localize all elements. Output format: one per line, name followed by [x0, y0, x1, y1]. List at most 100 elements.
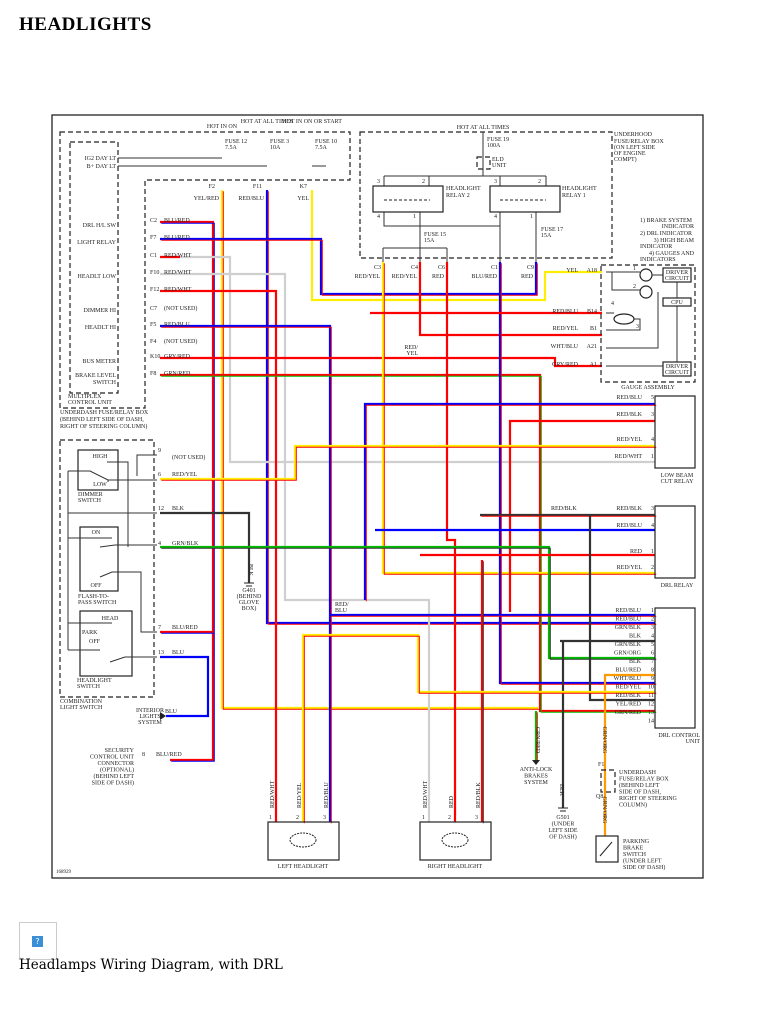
- diagram-label: C2: [150, 218, 157, 224]
- indicator-number: 1: [633, 266, 636, 272]
- diagram-label: 3: [651, 412, 654, 418]
- underhood-label: (ON LEFT SIDE: [614, 144, 656, 151]
- indicator-number: 3: [636, 324, 639, 330]
- wire-blk-12: [160, 511, 251, 583]
- diagram-label: RED: [630, 549, 643, 555]
- diagram-label: SECURITY: [105, 748, 135, 754]
- image-thumbnail[interactable]: ?: [19, 922, 57, 960]
- multiplex-label: MULTIPLEX: [68, 394, 102, 400]
- diagram-label: BLK: [629, 659, 642, 665]
- diagram-label: RED/BLK: [616, 506, 642, 512]
- driver-label: CIRCUIT: [665, 370, 689, 376]
- diagram-frame: [51, 114, 704, 879]
- diagram-label: RED: [449, 795, 455, 808]
- fuse-19-label: FUSE 19: [487, 137, 509, 143]
- diagram-label: BLU/RED: [164, 218, 190, 224]
- diagram-label: GRY/RED: [164, 354, 191, 360]
- fuse-3-label: FUSE 3: [270, 139, 289, 145]
- wire-yel-red: [222, 191, 540, 710]
- diagram-label: 1: [269, 815, 272, 821]
- pin-label: F1: [598, 762, 604, 768]
- diagram-label: RED/WHT: [164, 270, 192, 276]
- diagram-label: (BEHIND LEFT: [94, 773, 135, 780]
- wire-red-blu-f5: [160, 324, 332, 822]
- wire-red-yel-c3: [383, 263, 657, 575]
- wire-label: RED/BLU: [238, 196, 264, 202]
- underhood-label: UNDERHOOD: [614, 132, 653, 138]
- relay2-label: RELAY 2: [446, 193, 470, 199]
- switch-position: OFF: [90, 583, 102, 589]
- fuse-10-label: FUSE 10: [315, 139, 337, 145]
- diagram-label: GRN/RED: [615, 710, 642, 716]
- wire-grn-blk-4: [160, 545, 655, 660]
- wire-blu-red-c1: [498, 262, 655, 685]
- diagram-label: GRY/RED: [552, 362, 579, 368]
- diagram-label: RED/BLK: [616, 412, 642, 418]
- wire-yel-k7: [310, 190, 602, 302]
- fuse-15-label: FUSE 15: [424, 232, 446, 238]
- diagram-label: RED/BLK: [476, 782, 482, 808]
- diagram-label: RED/YEL: [172, 472, 198, 478]
- diagram-label: GRN/BLK: [172, 541, 199, 547]
- underdash-box-label: UNDERDASH FUSE/RELAY BOX: [60, 410, 149, 416]
- pin-label: 1: [530, 214, 533, 220]
- diagram-label: UNDERDASH: [619, 770, 657, 776]
- hot-in-on-or-start: HOT IN ON OR START: [282, 119, 342, 125]
- page-title: HEADLIGHTS: [19, 14, 152, 35]
- fuse-12-label: FUSE 12: [225, 139, 247, 145]
- diagram-label: RED/YEL: [616, 685, 642, 691]
- headlight-switch: [79, 610, 133, 677]
- flash-label: FLASH-TO-: [78, 594, 109, 600]
- wire-label: BLU/RED: [156, 752, 182, 758]
- diagram-label: B14: [587, 309, 597, 315]
- headlt-hi-label: HEADLT HI: [85, 325, 116, 331]
- diagram-label: INDICATORS: [640, 257, 676, 263]
- ground-icon: [244, 582, 254, 587]
- fuse-3-rating: 10A: [270, 145, 281, 151]
- brake-switch-label: SWITCH: [93, 380, 117, 386]
- diagram-label: RED/BLK: [615, 693, 641, 699]
- diagram-label: GRN/BLK: [615, 625, 642, 631]
- driver-label: DRIVER: [666, 270, 688, 276]
- underhood-label: COMPT): [614, 156, 637, 163]
- wire-blu-13: [160, 655, 210, 718]
- pin-label: Q8: [596, 794, 603, 800]
- wire-grn-org: [603, 673, 655, 836]
- diagram-label: 12: [648, 702, 654, 708]
- diagram-label: FUSE/RELAY BOX: [619, 777, 669, 783]
- diagram-label: 1) BRAKE SYSTEM: [640, 217, 693, 224]
- diagram-label: GRN/BLK: [615, 642, 642, 648]
- wire-label: GRN/ORG: [601, 796, 607, 824]
- pin-label: 1: [413, 214, 416, 220]
- diagram-label: 7: [651, 659, 654, 665]
- ground-icon: [558, 807, 568, 812]
- underdash-fuse-box-small: [600, 769, 616, 793]
- brake-indicator-icon: [639, 268, 653, 282]
- diagram-label: CONNECTOR: [97, 761, 134, 767]
- diagram-label: BLU/RED: [172, 625, 198, 631]
- diagram-label: 4: [158, 541, 161, 547]
- g401-label: GLOVE: [239, 600, 260, 606]
- diagram-label: RED/YEL: [617, 565, 643, 571]
- diagram-label: 5: [651, 395, 654, 401]
- diagram-label: RED/BLU: [164, 322, 190, 328]
- wire-label: RED/BLK: [551, 506, 577, 512]
- diagram-label: RED/YEL: [617, 437, 643, 443]
- diagram-label: C1: [491, 265, 498, 271]
- pin-label: 2: [422, 179, 425, 185]
- wire-label: GRN/ORG: [601, 726, 607, 754]
- wire-red-yel-c3: [381, 262, 655, 575]
- interior-lights-label: INTERIOR: [136, 708, 164, 714]
- interior-lights-label: SYSTEM: [138, 720, 162, 726]
- diagram-label: F5: [150, 322, 156, 328]
- diagram-label: 2) DRL INDICATOR: [640, 230, 692, 237]
- headlt-low-label: HEADLT LOW: [78, 274, 117, 280]
- interior-lights-label: LIGHTS: [139, 714, 160, 720]
- diagram-label: RED: [432, 274, 445, 280]
- low-beam-relay-label: LOW BEAM: [661, 473, 694, 479]
- wire-red-c6: [445, 262, 457, 822]
- diagram-label: B1: [590, 326, 597, 332]
